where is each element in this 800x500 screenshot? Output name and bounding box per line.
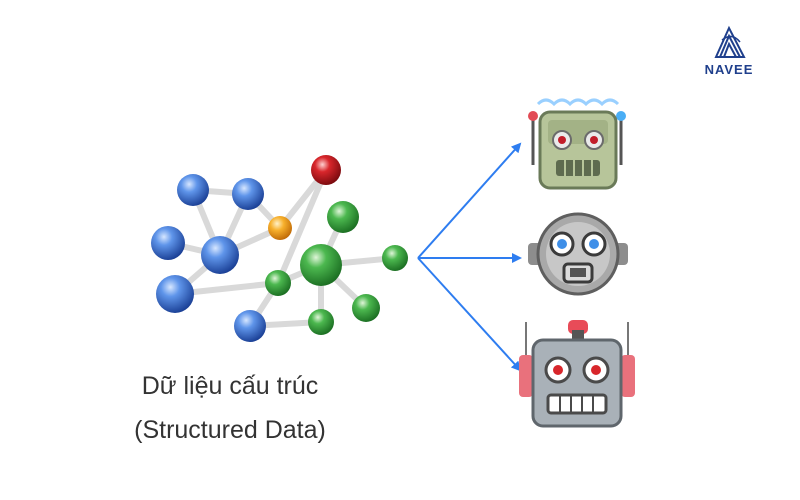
node-blue bbox=[201, 236, 239, 274]
arrow-to-robot-1 bbox=[417, 142, 522, 259]
node-red bbox=[311, 155, 341, 185]
network-nodes bbox=[151, 155, 408, 342]
node-blue bbox=[234, 310, 266, 342]
node-green bbox=[300, 244, 342, 286]
node-orange bbox=[268, 216, 292, 240]
node-green bbox=[352, 294, 380, 322]
node-blue bbox=[156, 275, 194, 313]
molecule-network-icon bbox=[151, 155, 408, 342]
caption-english: (Structured Data) bbox=[134, 416, 326, 444]
brand-name: NAVEE bbox=[704, 62, 754, 77]
robot-face-green-icon bbox=[528, 98, 626, 190]
navee-logo-icon bbox=[714, 25, 746, 58]
node-blue bbox=[151, 226, 185, 260]
caption-vietnamese: Dữ liệu cấu trúc bbox=[141, 372, 319, 400]
node-green bbox=[265, 270, 291, 296]
arrows bbox=[417, 142, 522, 372]
arrow-to-robot-3 bbox=[417, 257, 522, 372]
node-blue bbox=[177, 174, 209, 206]
robot-face-square-gray-icon bbox=[519, 320, 635, 428]
node-blue bbox=[232, 178, 264, 210]
node-green bbox=[308, 309, 334, 335]
node-green bbox=[382, 245, 408, 271]
node-green bbox=[327, 201, 359, 233]
robot-face-round-gray-icon bbox=[528, 212, 628, 296]
